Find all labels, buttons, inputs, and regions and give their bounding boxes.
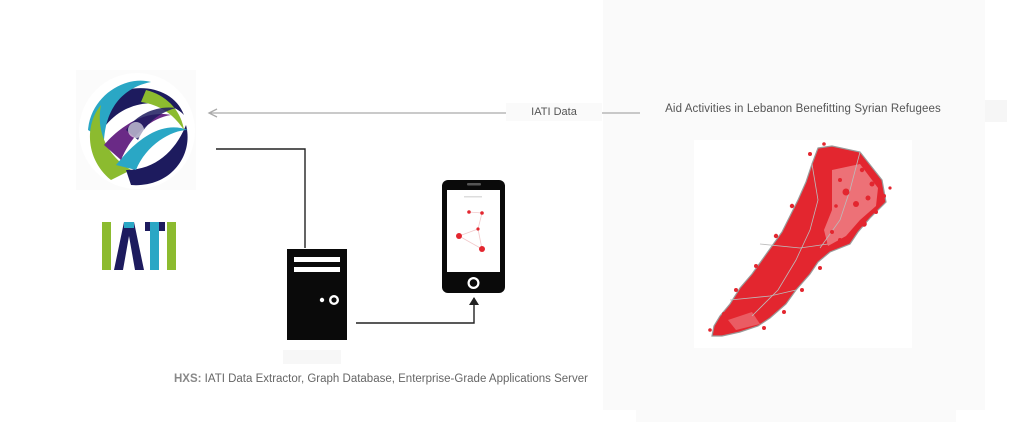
map-outline: [711, 145, 887, 337]
smartphone-icon: [442, 180, 505, 293]
globe-logo-icon: [79, 73, 195, 189]
map-title: Aid Activities in Lebanon Benefitting Sy…: [665, 103, 941, 115]
map-panel-edge: [985, 100, 1007, 122]
arrowhead-up: [469, 297, 479, 305]
caption-bold: HXS:: [174, 373, 202, 385]
iati-wordmark: [102, 222, 176, 270]
server-icon: [287, 249, 347, 340]
iati-data-label: IATI Data: [506, 103, 602, 121]
caption: HXS: IATI Data Extractor, Graph Database…: [174, 373, 588, 385]
caption-text: IATI Data Extractor, Graph Database, Ent…: [201, 373, 588, 385]
server-shadow: [283, 350, 341, 364]
server-to-phone-connector: [356, 298, 475, 324]
map-panel-footer: [636, 400, 956, 422]
lebanon-map-icon: [708, 142, 892, 337]
arrowhead-left: [207, 108, 218, 118]
logo-to-server-connector: [216, 148, 306, 248]
